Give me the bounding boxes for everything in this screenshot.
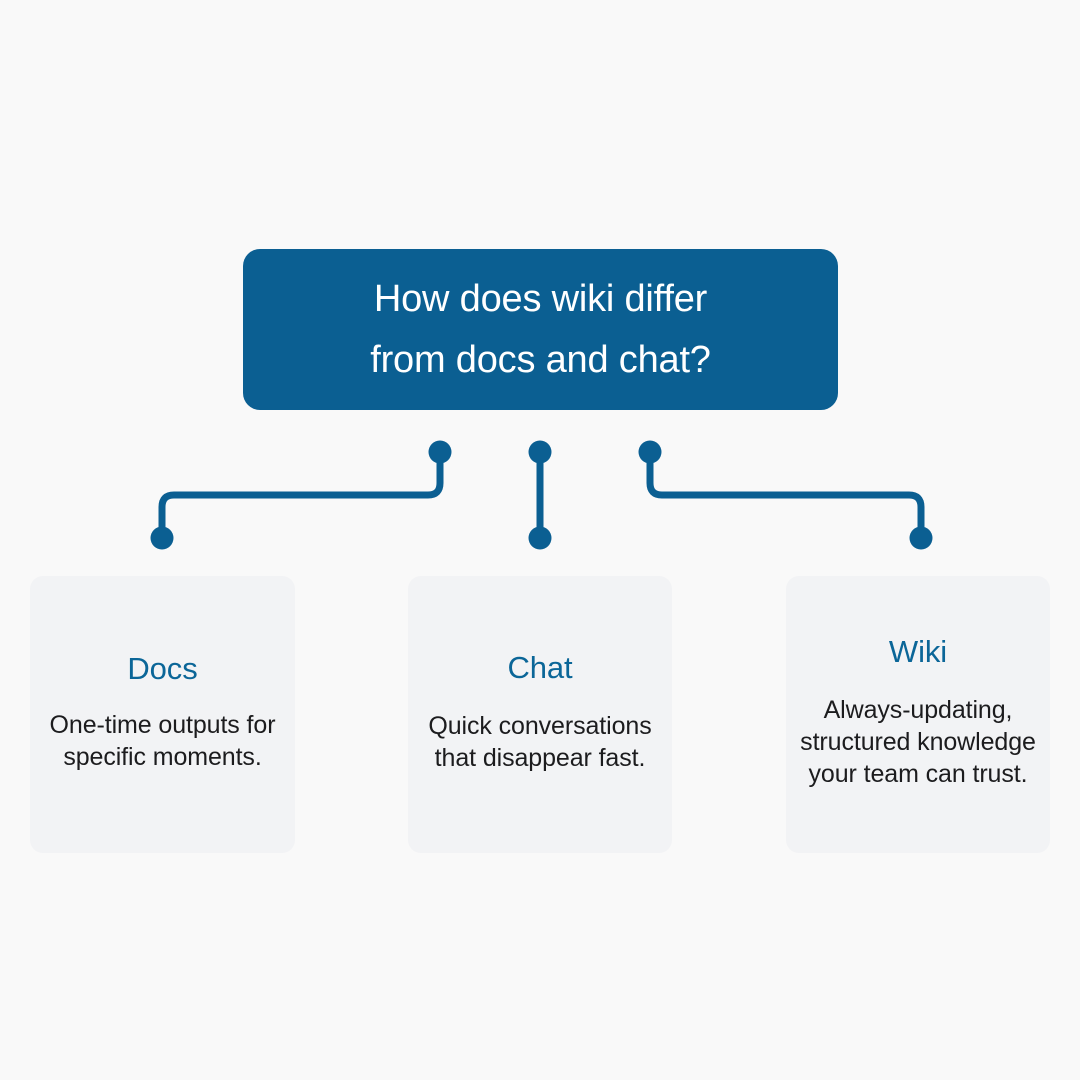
- branch-card-chat[interactable]: Chat Quick conversations that disappear …: [408, 576, 672, 853]
- branch-title-docs: Docs: [127, 650, 198, 686]
- branch-body-chat: Quick conversations that disappear fast.: [428, 711, 652, 772]
- connector-dot-bottom-chat: [528, 526, 552, 550]
- branch-title-chat: Chat: [507, 649, 573, 685]
- connector-dot-bottom-docs: [150, 526, 174, 550]
- connector-dot-top-wiki: [638, 440, 662, 464]
- branch-title-wiki: Wiki: [888, 633, 948, 669]
- connector-line-docs: [158, 448, 444, 542]
- connector-dot-top-chat: [528, 440, 552, 464]
- branch-card-docs[interactable]: Docs One-time outputs for specific momen…: [30, 576, 295, 853]
- branch-body-wiki: Always-updating, structured knowledge yo…: [800, 695, 1036, 788]
- connector-dot-bottom-wiki: [909, 526, 933, 550]
- root-question-node[interactable]: How does wiki differ from docs and chat?: [243, 249, 838, 410]
- branch-card-wiki[interactable]: Wiki Always-updating, structured knowled…: [786, 576, 1050, 853]
- root-question-label: How does wiki differ from docs and chat?: [370, 277, 711, 381]
- connector-line-wiki: [646, 448, 925, 542]
- branch-body-docs: One-time outputs for specific moments.: [49, 710, 276, 771]
- connector-dot-top-docs: [428, 440, 452, 464]
